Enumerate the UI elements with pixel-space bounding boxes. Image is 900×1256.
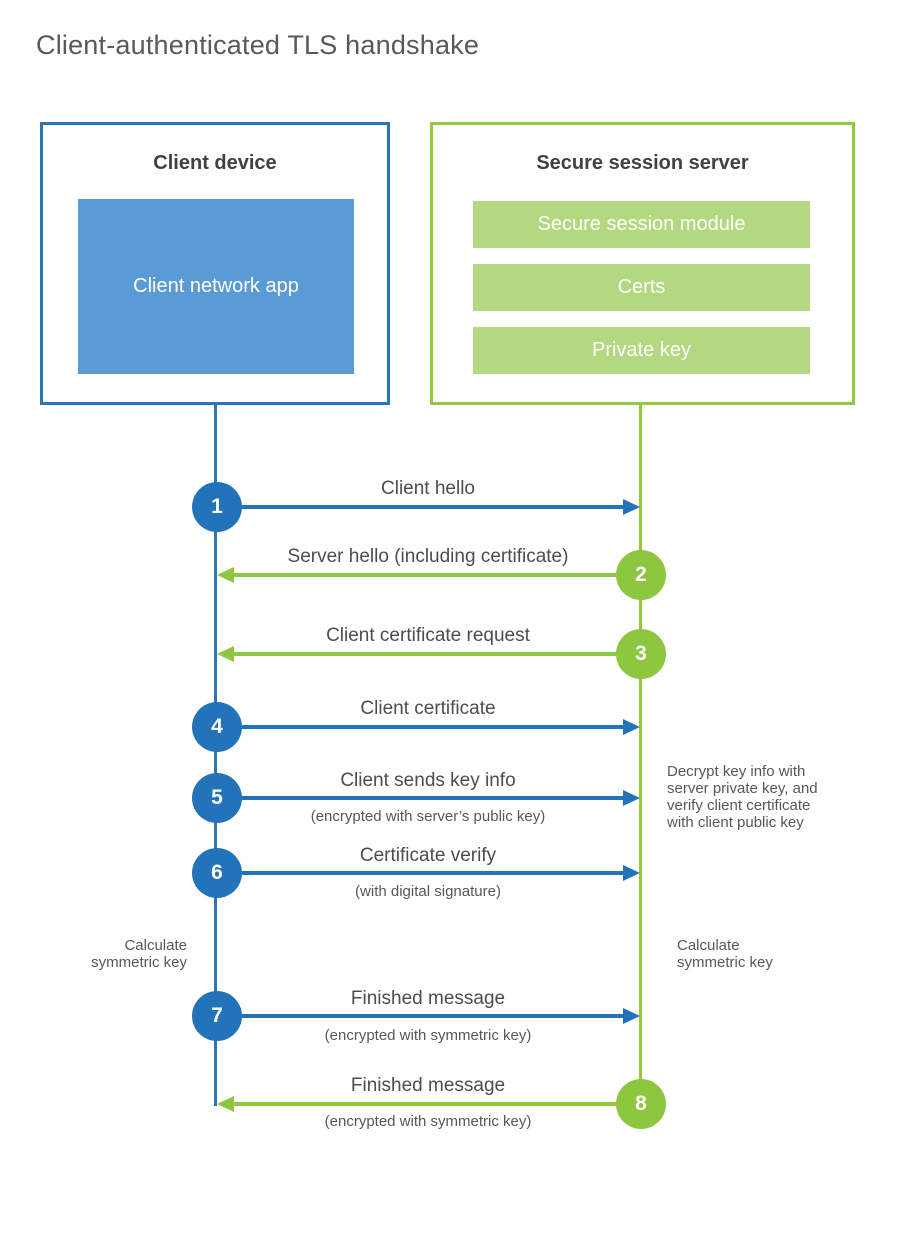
message-label: Client certificate [360,698,496,719]
arrowhead-left-icon [217,567,234,583]
server-module-bar-private-key: Private key [473,327,810,374]
message-label: Client sends key info [340,770,516,791]
message-arrow-line [234,652,616,656]
message-arrow-line [242,725,624,729]
message-arrow-line [242,796,624,800]
client-device-box: Client device Client network app [40,122,390,405]
message-label: Client hello [381,478,475,499]
message-arrow-line [242,871,624,875]
message-sublabel: (encrypted with symmetric key) [324,1113,532,1130]
arrowhead-right-icon [623,1008,640,1024]
message-arrow-line [234,573,616,577]
step-circle-4: 4 [192,702,242,752]
arrowhead-right-icon [623,719,640,735]
page-title: Client-authenticated TLS handshake [36,30,480,60]
step-circle-5: 5 [192,773,242,823]
message-label: Client certificate request [326,625,530,646]
message-arrow-line [234,1102,616,1106]
step-circle-1: 1 [192,482,242,532]
message-arrow-line [242,505,624,509]
arrowhead-left-icon [217,646,234,662]
message-label: Finished message [350,1075,506,1096]
step-circle-7: 7 [192,991,242,1041]
message-sublabel: (with digital signature) [355,883,501,900]
calculate-symmetric-key-note-server: Calculate symmetric key [677,937,773,971]
server-module-bar-secure-session: Secure session module [473,201,810,248]
client-device-title: Client device [153,152,277,174]
step-circle-8: 8 [616,1079,666,1129]
secure-session-server-title: Secure session server [536,152,749,174]
message-label: Certificate verify [359,845,497,866]
step-circle-6: 6 [192,848,242,898]
arrowhead-right-icon [623,790,640,806]
arrowhead-right-icon [623,499,640,515]
message-arrow-line [242,1014,624,1018]
client-network-app-box: Client network app [78,199,354,374]
client-lifeline [214,405,217,1106]
decrypt-note: Decrypt key info with server private key… [667,763,818,831]
calculate-symmetric-key-note-client: Calculate symmetric key [91,937,187,971]
message-sublabel: (encrypted with server’s public key) [310,808,546,825]
server-module-bar-certs: Certs [473,264,810,311]
step-circle-3: 3 [616,629,666,679]
message-sublabel: (encrypted with symmetric key) [324,1027,532,1044]
step-circle-2: 2 [616,550,666,600]
client-network-app-label: Client network app [133,275,299,297]
arrowhead-right-icon [623,865,640,881]
arrowhead-left-icon [217,1096,234,1112]
server-lifeline [639,405,642,1106]
secure-session-server-box: Secure session server Secure session mod… [430,122,855,405]
message-label: Server hello (including certificate) [287,546,569,567]
message-label: Finished message [350,988,506,1009]
